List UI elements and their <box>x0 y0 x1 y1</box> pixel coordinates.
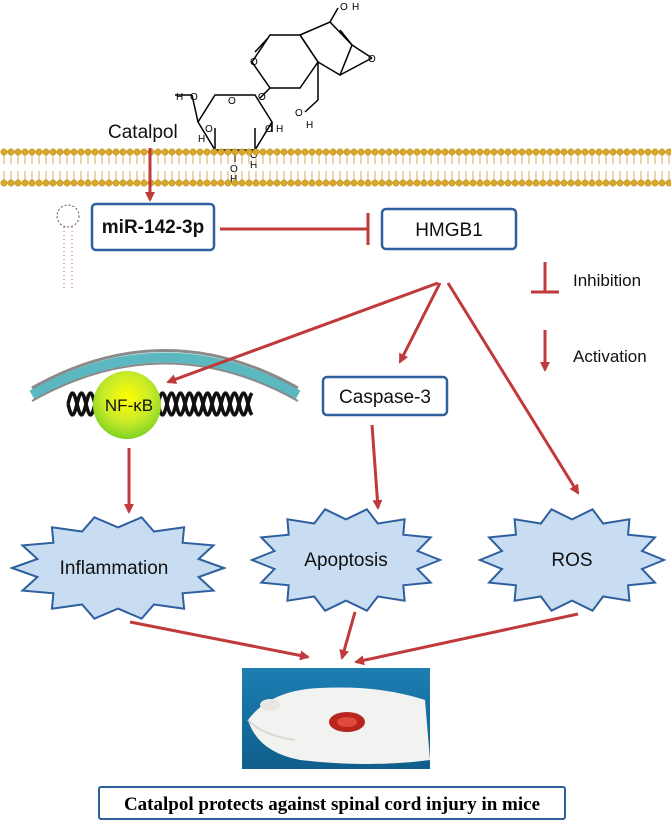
svg-text:H: H <box>306 120 313 131</box>
legend: Inhibition Activation <box>531 262 647 372</box>
svg-text:O: O <box>230 164 238 175</box>
nfkb-node <box>93 371 161 439</box>
caption-box <box>98 786 566 820</box>
nuclear-envelope <box>29 333 301 402</box>
svg-text:H: H <box>230 174 237 185</box>
svg-text:H: H <box>198 134 205 145</box>
inflammation-label: Inflammation <box>60 558 169 579</box>
catalpol-structure-icon <box>175 7 373 162</box>
svg-text:O: O <box>295 108 303 119</box>
mouse-injury-photo <box>242 668 430 769</box>
nfkb-label: NF-κB <box>105 396 153 415</box>
svg-text:O: O <box>368 54 376 65</box>
svg-text:H: H <box>352 2 359 13</box>
svg-text:O: O <box>250 57 258 68</box>
caption-text: Catalpol protects against spinal cord in… <box>124 794 540 815</box>
svg-text:O: O <box>228 96 236 107</box>
apoptosis-label: Apoptosis <box>304 550 387 571</box>
hmgb1-box <box>380 207 518 251</box>
mirna-label: miR-142-3p <box>102 217 204 238</box>
svg-text:O: O <box>190 92 198 103</box>
ros-burst <box>477 508 667 612</box>
svg-text:O: O <box>250 150 258 161</box>
svg-text:O: O <box>340 2 348 13</box>
hmgb1-to-ros-arrow <box>446 282 580 495</box>
mirna-box <box>90 202 216 252</box>
ros-to-injury-arrow <box>354 612 579 666</box>
caspase3-box <box>321 375 449 417</box>
svg-text:O: O <box>265 124 273 135</box>
cell-membrane <box>0 148 671 187</box>
svg-text:O: O <box>205 124 213 135</box>
caspase3-to-apoptosis-arrow <box>370 424 383 510</box>
ros-label: ROS <box>551 550 592 571</box>
catalpol-label: Catalpol <box>108 122 178 143</box>
svg-text:O: O <box>258 92 266 103</box>
legend-activation-label: Activation <box>573 347 647 366</box>
apoptosis-burst <box>249 508 443 612</box>
hmgb1-label: HMGB1 <box>415 220 483 241</box>
caspase3-label: Caspase-3 <box>339 387 431 408</box>
inflammation-burst <box>9 516 227 620</box>
apoptosis-to-injury-arrow <box>339 611 357 660</box>
svg-text:H: H <box>176 92 183 103</box>
legend-inhibition-label: Inhibition <box>573 271 641 290</box>
svg-text:H: H <box>276 124 283 135</box>
hmgb1-to-nfkb-arrow <box>166 281 439 384</box>
inflammation-to-injury-arrow <box>129 620 310 661</box>
svg-text:H: H <box>250 160 257 171</box>
mirna-hairpin-icon <box>56 204 80 290</box>
hmgb1-to-caspase3-arrow <box>398 282 442 364</box>
